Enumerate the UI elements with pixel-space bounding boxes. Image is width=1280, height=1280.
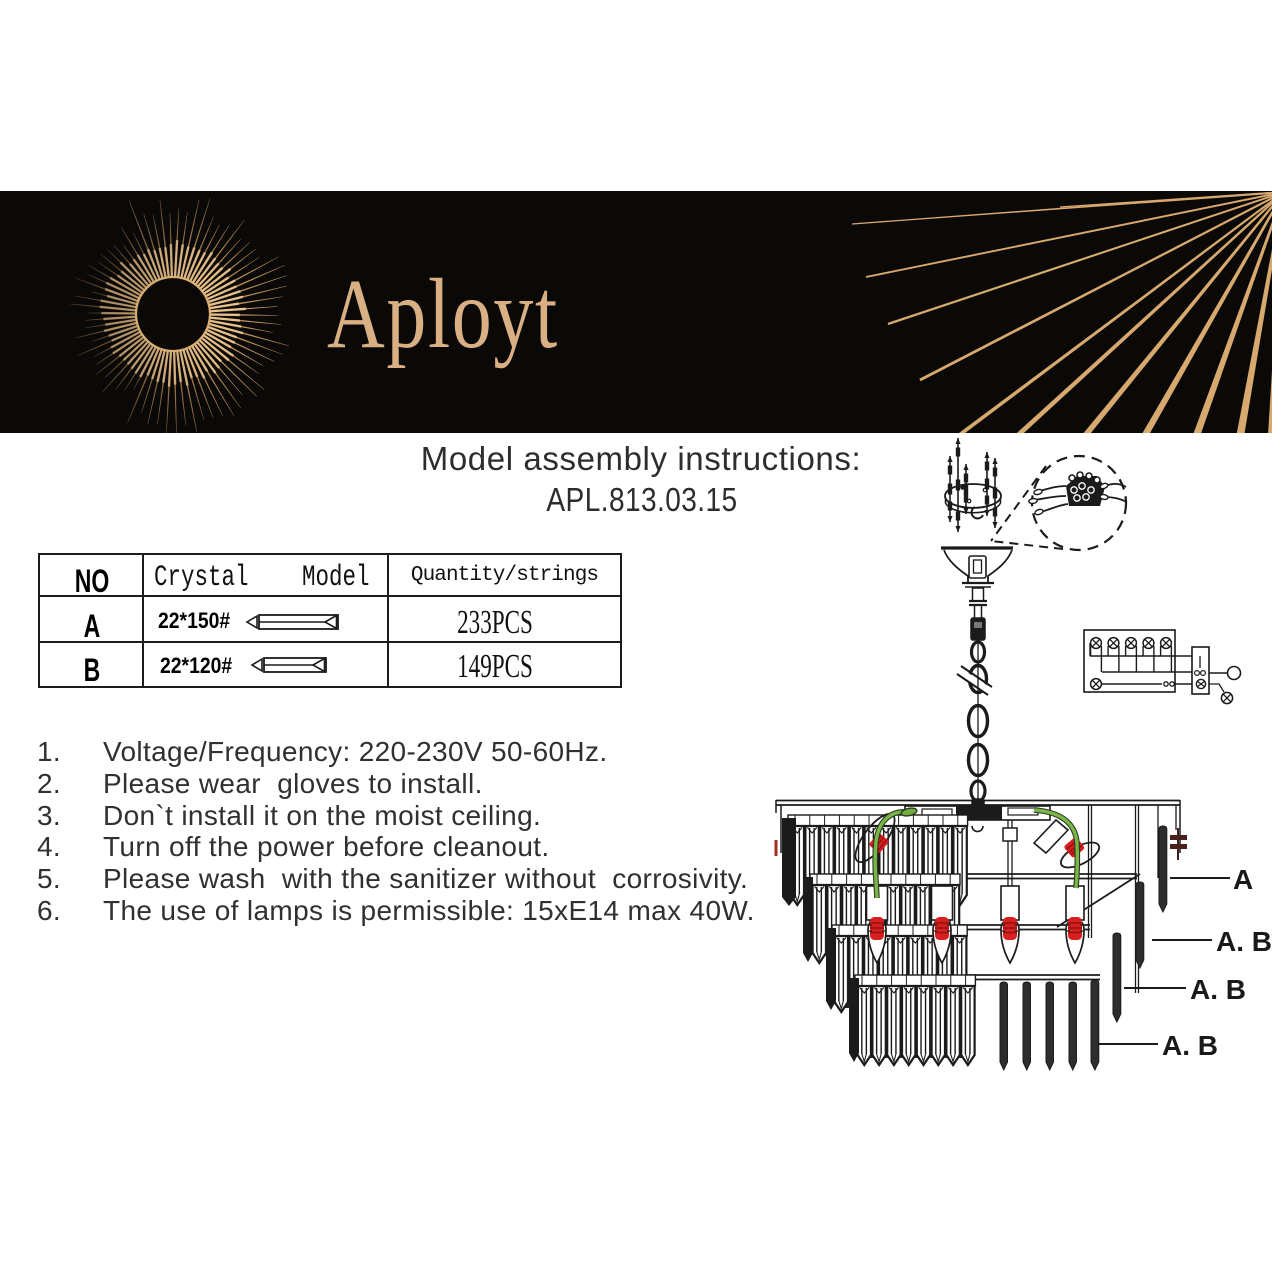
svg-text:A. B: A. B [1162, 1030, 1218, 1061]
svg-text:A: A [1233, 864, 1253, 895]
svg-text:A. B: A. B [1216, 926, 1272, 957]
svg-text:A. B: A. B [1190, 974, 1246, 1005]
